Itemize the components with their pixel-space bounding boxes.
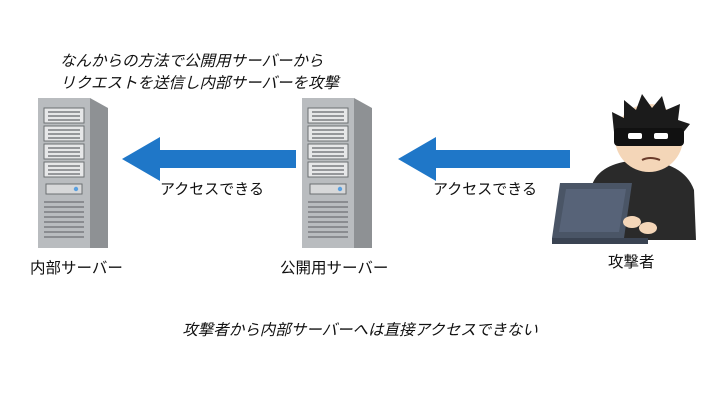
arrow-right — [398, 137, 570, 181]
public-server-icon — [301, 97, 373, 249]
header-line-1: なんからの方法で公開用サーバーから — [60, 52, 324, 70]
footer-note: 攻撃者から内部サーバーへは直接アクセスできない — [182, 321, 538, 339]
internal-server-label: 内部サーバー — [30, 259, 123, 277]
attacker-label: 攻撃者 — [608, 253, 655, 271]
header-line-2: リクエストを送信し内部サーバーを攻撃 — [60, 74, 339, 92]
public-server-label: 公開用サーバー — [280, 259, 389, 277]
arrow-right-label: アクセスできる — [433, 180, 537, 198]
arrow-left — [122, 137, 296, 181]
arrow-left-label: アクセスできる — [160, 180, 264, 198]
header-text: なんからの方法で公開用サーバーから リクエストを送信し内部サーバーを攻撃 — [60, 50, 339, 94]
internal-server-icon — [37, 97, 109, 249]
attacker-icon — [552, 94, 696, 244]
